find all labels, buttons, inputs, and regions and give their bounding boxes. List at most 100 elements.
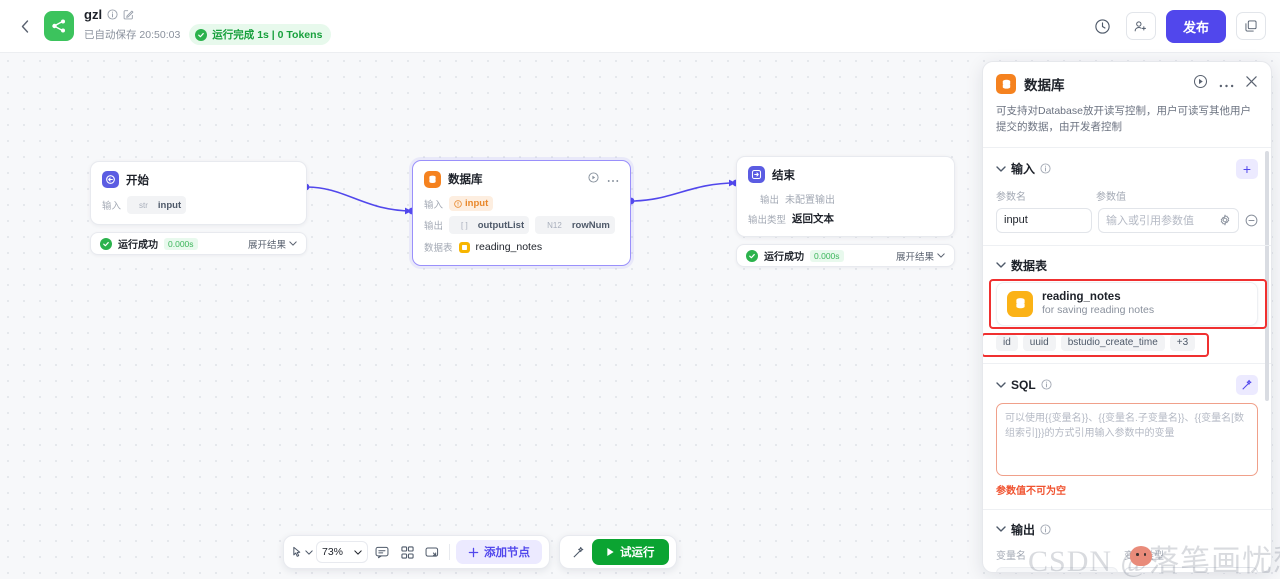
sql-magic-button[interactable] <box>1236 374 1258 395</box>
datatable-description: for saving reading notes <box>1042 304 1155 317</box>
field-tag[interactable]: uuid <box>1022 334 1056 351</box>
param-value-input[interactable]: 输入或引用参数值 <box>1098 207 1239 233</box>
result-status: 运行成功 <box>764 252 804 263</box>
check-circle-icon <box>195 28 208 41</box>
panel-header: 数据库 可支持对Database放开读写控制，用户可读写其他用户提交的数据，由开… <box>983 62 1271 147</box>
section-datatable: 数据表 reading_notes for saving reading not… <box>983 244 1271 363</box>
node-config-panel: 数据库 可支持对Database放开读写控制，用户可读写其他用户提交的数据，由开… <box>982 61 1272 573</box>
info-circle-icon[interactable] <box>1041 379 1052 390</box>
section-input: 输入 + 参数名 参数值 input 输入或引用参数值 <box>983 146 1271 245</box>
chevron-down-icon <box>304 549 313 555</box>
edit-square-icon[interactable] <box>123 9 134 20</box>
col-header-param-name: 参数名 <box>996 191 1026 203</box>
node-end-output-row: 输出 未配置输出 <box>760 191 943 207</box>
toolbar-main-group: 73% 添加节点 <box>283 535 550 569</box>
section-output: 输出 变量名 变量类型 outputList Array <box>983 508 1271 572</box>
publish-button[interactable]: 发布 <box>1165 9 1226 43</box>
section-input-title: 输入 <box>1011 162 1036 177</box>
field-tag[interactable]: bstudio_create_time <box>1060 334 1165 351</box>
output-var-name: outputList <box>996 566 1118 572</box>
expand-result-label: 展开结果 <box>247 239 286 251</box>
ellipsis-icon[interactable] <box>1219 75 1234 93</box>
sql-input[interactable]: 可以使用{{变量名}}、{{变量名.子变量名}}、{{变量名[数组索引]}}的方… <box>996 402 1258 476</box>
database-table-icon <box>1007 290 1033 317</box>
panel-body[interactable]: 输入 + 参数名 参数值 input 输入或引用参数值 <box>983 146 1271 572</box>
node-end-card[interactable]: 结束 输出 未配置输出 输出类型 返回文本 <box>736 156 955 237</box>
autosave-status: 已自动保存 20:50:03 <box>84 29 181 41</box>
param-value-placeholder: 输入或引用参数值 <box>1106 215 1194 228</box>
node-start-result-bar[interactable]: 运行成功 0.000s 展开结果 <box>90 232 307 255</box>
screenshot-icon[interactable] <box>421 541 443 564</box>
play-circle-icon[interactable] <box>1193 74 1208 94</box>
remove-param-button[interactable] <box>1245 214 1258 227</box>
node-database-input-row: 输入 input <box>424 196 619 211</box>
add-node-button[interactable]: 添加节点 <box>456 540 542 564</box>
node-end-result-bar[interactable]: 运行成功 0.000s 展开结果 <box>736 244 955 267</box>
datatable-name: reading_notes <box>1042 291 1121 304</box>
info-circle-icon[interactable] <box>1040 163 1051 174</box>
info-circle-icon[interactable] <box>1040 523 1051 535</box>
run-status-badge: 运行完成 1s | 0 Tokens <box>189 24 332 45</box>
grid-layout-icon[interactable] <box>396 541 418 564</box>
output-var-type-select[interactable]: Array <box>1124 566 1258 572</box>
top-bar-actions: 发布 <box>1090 9 1266 43</box>
node-database-output-label: 输出 <box>424 221 444 232</box>
result-duration: 0.000s <box>164 237 198 250</box>
clock-history-icon[interactable] <box>1090 13 1116 39</box>
param-name-input[interactable]: input <box>996 207 1092 233</box>
chevron-down-icon[interactable] <box>996 381 1006 388</box>
node-database-card[interactable]: 数据库 输入 input <box>412 160 631 266</box>
result-status: 运行成功 <box>118 240 158 251</box>
gear-icon[interactable] <box>1219 214 1231 226</box>
edge-arrow-2 <box>729 179 736 187</box>
node-start[interactable]: 开始 输入 str input 运行成功 0.000 <box>90 161 307 255</box>
plus-icon <box>468 547 479 557</box>
param-name: input <box>157 199 182 211</box>
col-header-var-name: 变量名 <box>996 550 1026 562</box>
type-tag: str <box>132 198 155 212</box>
output-chip-rownum: N12 rowNum <box>535 216 615 234</box>
zoom-select[interactable]: 73% <box>316 541 368 563</box>
node-start-title: 开始 <box>126 174 149 187</box>
node-start-input-row: 输入 str input <box>102 196 295 214</box>
panel-scrollbar[interactable] <box>1265 150 1269 401</box>
add-input-param-button[interactable]: + <box>1236 158 1258 179</box>
field-tag[interactable]: id <box>996 334 1018 351</box>
panel-title: 数据库 <box>1024 78 1065 93</box>
back-button[interactable] <box>14 15 36 37</box>
magic-wand-icon[interactable] <box>567 541 589 564</box>
canvas-toolbar: 73% 添加节点 <box>283 535 677 569</box>
play-circle-icon[interactable] <box>588 170 599 188</box>
expand-result-button[interactable]: 展开结果 <box>248 237 297 251</box>
chevron-down-icon[interactable] <box>996 165 1006 172</box>
node-start-card[interactable]: 开始 输入 str input <box>90 161 307 225</box>
trial-run-button[interactable]: 试运行 <box>592 539 669 565</box>
chevron-down-icon[interactable] <box>996 526 1006 532</box>
workflow-title-block: gzl 已自动保存 20:50:03 运行完成 1s | 0 Tokens <box>84 7 332 45</box>
toolbar-divider <box>449 544 450 560</box>
node-end[interactable]: 结束 输出 未配置输出 输出类型 返回文本 运行成功 <box>736 156 955 267</box>
datatable-field-tags: id uuid bstudio_create_time +3 <box>996 334 1258 351</box>
info-circle-icon[interactable] <box>107 9 118 20</box>
comment-icon[interactable] <box>371 541 393 564</box>
ellipsis-icon[interactable] <box>607 170 619 188</box>
database-table-icon <box>458 241 470 253</box>
node-end-outputtype-value: 返回文本 <box>792 213 835 225</box>
trial-run-label: 试运行 <box>620 547 655 559</box>
expand-result-button[interactable]: 展开结果 <box>896 249 945 263</box>
copy-icon[interactable] <box>1236 12 1266 40</box>
field-tag-overflow[interactable]: +3 <box>1169 334 1196 351</box>
node-start-input-label: 输入 <box>102 201 122 212</box>
datatable-card[interactable]: reading_notes for saving reading notes <box>996 281 1258 326</box>
close-icon[interactable] <box>1245 75 1258 93</box>
node-end-title: 结束 <box>772 169 795 182</box>
chevron-down-icon[interactable] <box>996 262 1006 268</box>
check-circle-icon <box>746 249 758 262</box>
node-database-table-value: reading_notes <box>475 241 543 253</box>
sql-error-message: 参数值不可为空 <box>996 485 1066 497</box>
cursor-icon[interactable] <box>291 541 313 564</box>
node-database[interactable]: 数据库 输入 input <box>412 160 631 266</box>
end-node-icon <box>748 166 765 183</box>
add-user-icon[interactable] <box>1125 12 1156 40</box>
